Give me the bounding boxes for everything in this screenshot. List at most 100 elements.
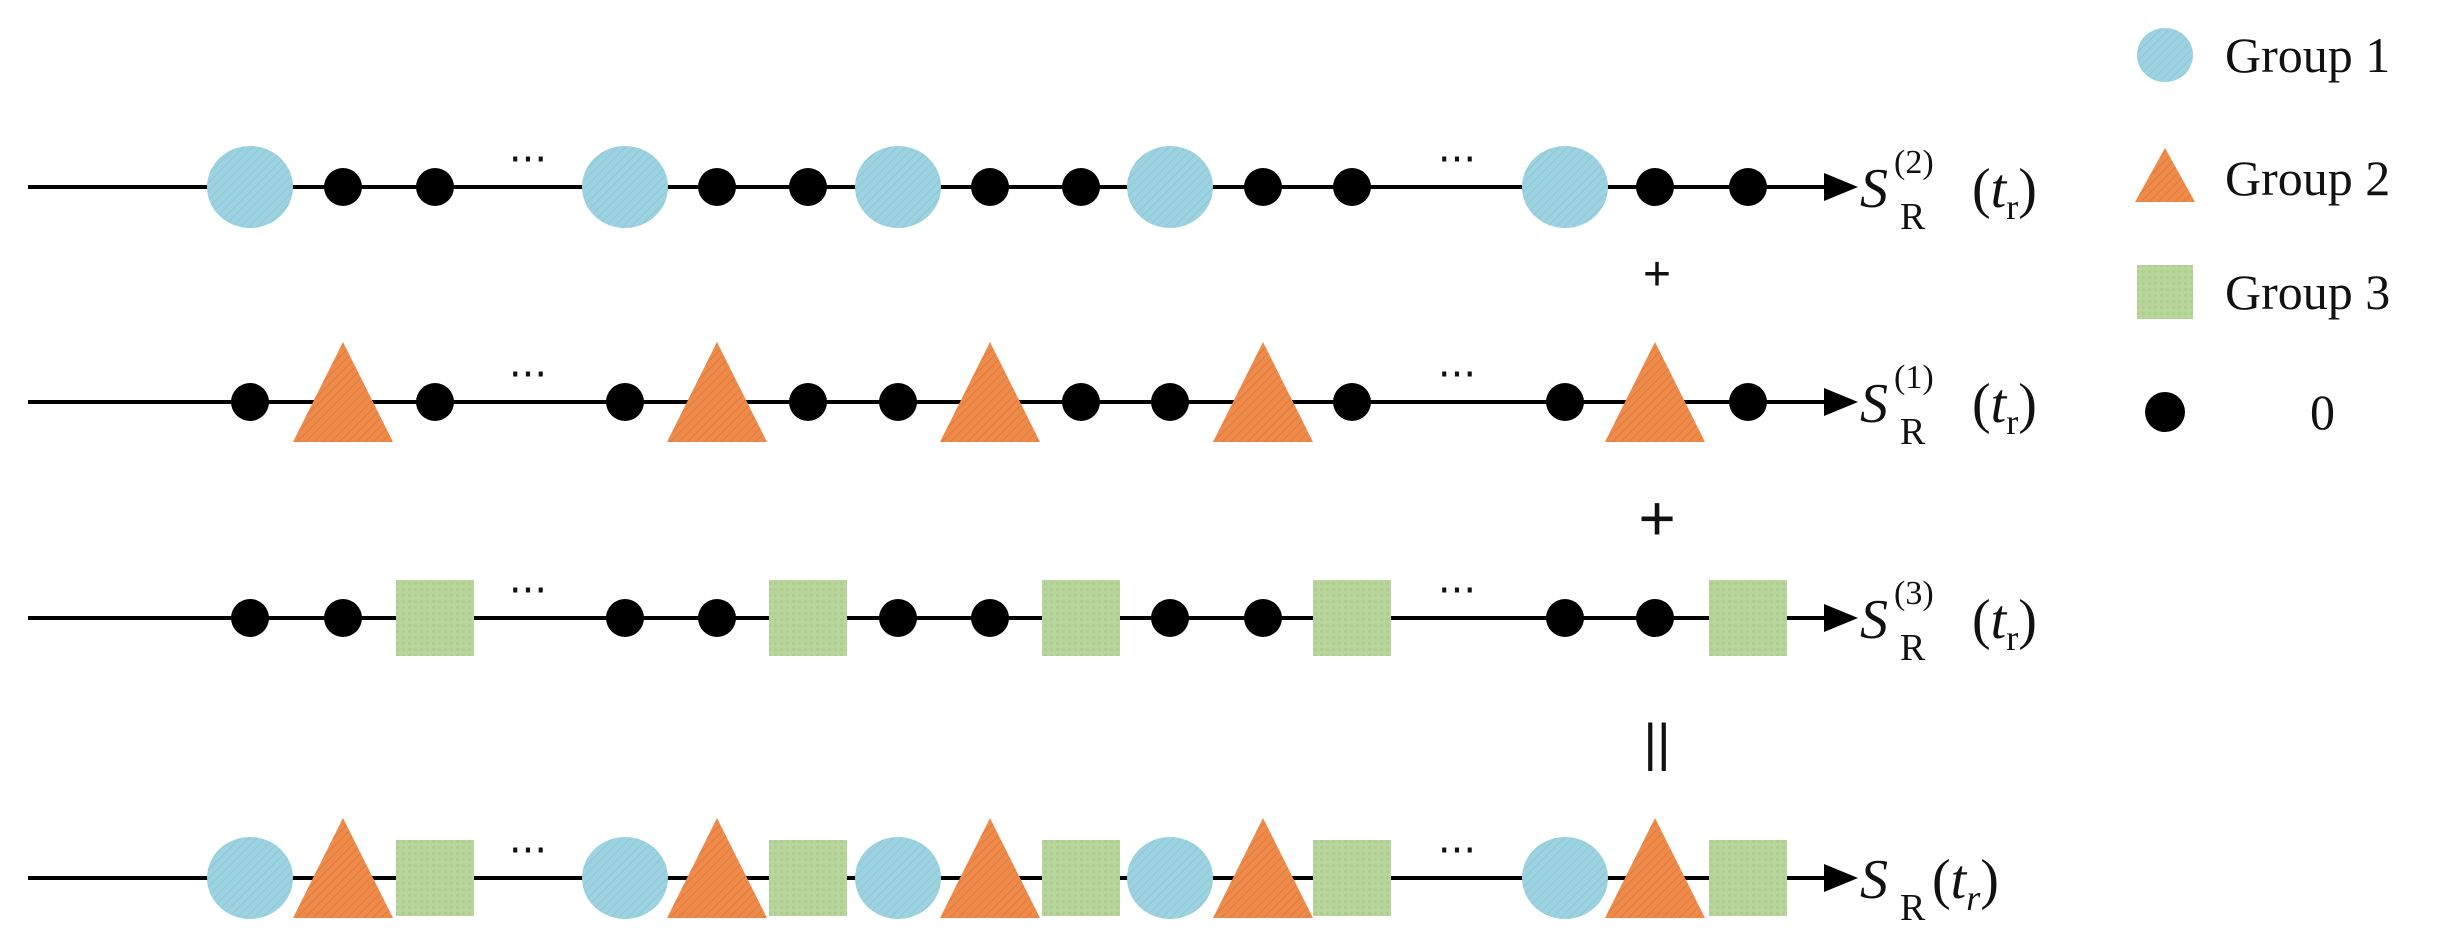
label-close-paren: ) <box>1980 849 1999 911</box>
group3-square <box>1313 840 1391 916</box>
zero-dot <box>1151 599 1189 637</box>
ellipsis: ··· <box>1438 352 1476 398</box>
label-close-paren: ) <box>2018 373 2037 435</box>
signal-label: S(2)R(tr) <box>1860 144 2037 238</box>
zero-dot <box>1636 599 1674 637</box>
label-symbol: S <box>1860 849 1888 911</box>
label-superscript: (3) <box>1894 575 1934 612</box>
zero-dot <box>231 383 269 421</box>
label-open-paren: ( <box>1972 158 1991 220</box>
signal-label: S(3) R (tr) <box>1860 575 2037 669</box>
zero-dot <box>1546 599 1584 637</box>
ellipsis: ··· <box>509 352 547 398</box>
group3-square <box>769 580 847 656</box>
group3-square <box>1042 840 1120 916</box>
zero-dot <box>1244 168 1282 206</box>
group1-circle <box>582 837 668 919</box>
label-subscript: R <box>1900 411 1926 453</box>
zero-dot <box>1333 168 1371 206</box>
signal-rows: ······S(2)R(tr)······S(1)R(tr)······S(3)… <box>28 137 2037 929</box>
zero-dot <box>416 383 454 421</box>
group1-circle <box>207 146 293 228</box>
label-argument: t <box>1991 158 2008 220</box>
group2-triangle <box>1605 818 1705 918</box>
group2-triangle <box>667 818 767 918</box>
legend-item-3: Group 3 <box>2137 264 2390 320</box>
zero-dot <box>879 383 917 421</box>
group1-circle <box>1522 146 1608 228</box>
ellipsis: ··· <box>509 137 547 183</box>
plus-operator: + <box>1638 482 1675 554</box>
group3-square <box>769 840 847 916</box>
label-subscript: R <box>1900 627 1926 669</box>
ellipsis: ··· <box>509 828 547 874</box>
label-arg-subscript: r <box>2006 618 2018 658</box>
zero-dot <box>971 599 1009 637</box>
zero-dot <box>324 168 362 206</box>
zero-dot <box>606 383 644 421</box>
label-argument: t <box>1991 373 2008 435</box>
label-arg-subscript: r <box>1966 878 1981 918</box>
zero-dot <box>416 168 454 206</box>
zero-dot <box>698 599 736 637</box>
legend-label: 0 <box>2310 384 2335 440</box>
group1-circle <box>1127 837 1213 919</box>
zero-dot <box>698 168 736 206</box>
legend-dot-icon <box>2145 392 2185 432</box>
group2-triangle <box>1213 818 1313 918</box>
label-superscript: (2) <box>1894 144 1934 181</box>
legend-square-icon <box>2137 265 2193 319</box>
group3-square <box>1709 580 1787 656</box>
group1-circle <box>1127 146 1213 228</box>
legend-item-2: Group 2 <box>2135 148 2390 206</box>
group1-circle <box>582 146 668 228</box>
zero-dot <box>1062 383 1100 421</box>
zero-dot <box>606 599 644 637</box>
arrow-head <box>1824 604 1858 632</box>
ellipsis: ··· <box>1438 568 1476 614</box>
arrow-head <box>1824 173 1858 201</box>
group2-triangle <box>293 342 393 442</box>
zero-dot <box>971 168 1009 206</box>
zero-dot <box>1151 383 1189 421</box>
group3-square <box>1313 580 1391 656</box>
group1-circle <box>1522 837 1608 919</box>
ellipsis: ··· <box>509 568 547 614</box>
label-argument: t <box>1991 589 2008 651</box>
zero-dot <box>789 383 827 421</box>
label-symbol: S <box>1860 158 1888 220</box>
label-symbol: S <box>1860 373 1888 435</box>
operators: + + || <box>1638 248 1675 772</box>
equals-operator: || <box>1643 714 1670 772</box>
signal-row-3: ··· ··· S(3) R (tr) <box>28 568 2037 669</box>
plus-operator: + <box>1643 248 1671 301</box>
legend-label: Group 3 <box>2225 264 2390 320</box>
group3-square <box>396 840 474 916</box>
zero-dot <box>1062 168 1100 206</box>
signal-row-2: ······S(1)R(tr) <box>28 342 2037 453</box>
zero-dot <box>1636 168 1674 206</box>
legend-circle-icon <box>2137 28 2193 82</box>
zero-dot <box>1546 383 1584 421</box>
legend-item-4: 0 <box>2145 384 2335 440</box>
legend-label: Group 2 <box>2225 150 2390 206</box>
label-open-paren: ( <box>1972 589 1991 651</box>
zero-dot <box>324 599 362 637</box>
group1-circle <box>207 837 293 919</box>
group1-circle <box>855 837 941 919</box>
label-close-paren: ) <box>2018 589 2037 651</box>
label-symbol: S <box>1860 589 1888 651</box>
group3-square <box>1709 840 1787 916</box>
group2-triangle <box>667 342 767 442</box>
legend-item-1: Group 1 <box>2137 27 2390 83</box>
label-arg-subscript: r <box>2006 187 2018 227</box>
zero-dot <box>879 599 917 637</box>
zero-dot <box>1333 383 1371 421</box>
group2-triangle <box>940 342 1040 442</box>
label-superscript: (1) <box>1894 359 1934 396</box>
group2-triangle <box>1213 342 1313 442</box>
group3-square <box>396 580 474 656</box>
legend-triangle-icon <box>2135 148 2195 202</box>
